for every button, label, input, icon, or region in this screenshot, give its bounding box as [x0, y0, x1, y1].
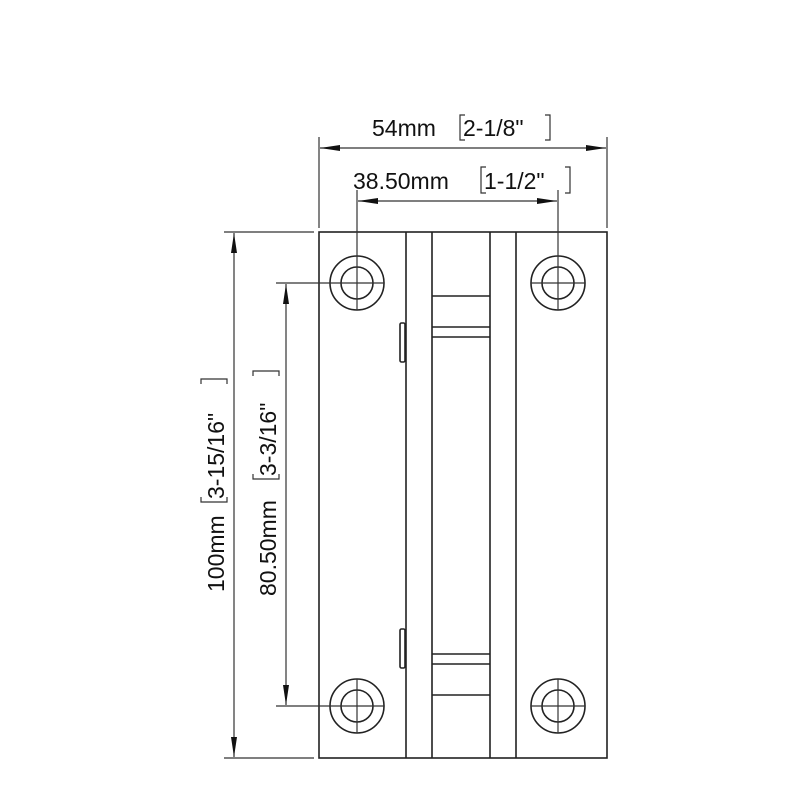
screw-holes: [329, 255, 586, 734]
hole-v-imperial-label: 3-3/16": [255, 403, 281, 476]
width-imperial-label: 2-1/8": [463, 115, 524, 141]
hole-h-metric-label: 38.50mm: [353, 168, 449, 194]
tab-bottom: [399, 628, 406, 669]
hinge-body: [318, 231, 608, 759]
dimension-overall-height: 100mm 3-15/16": [200, 231, 314, 759]
height-metric-label: 100mm: [203, 515, 229, 592]
dimension-hole-spacing-vertical: 80.50mm 3-3/16": [252, 282, 330, 707]
dimension-hole-spacing-horizontal: 38.50mm 1-1/2": [353, 166, 571, 256]
hole-v-metric-label: 80.50mm: [255, 500, 281, 596]
hole-h-imperial-label: 1-1/2": [484, 168, 545, 194]
screw-hole-bottom-right: [530, 678, 586, 734]
screw-hole-top-right: [530, 255, 586, 311]
hinge-outline: [318, 231, 608, 759]
screw-hole-top-left: [329, 255, 385, 311]
dimension-overall-width: 54mm 2-1/8": [318, 114, 608, 228]
screw-hole-bottom-left: [329, 678, 385, 734]
width-metric-label: 54mm: [372, 115, 436, 141]
tab-top: [399, 322, 406, 363]
height-imperial-label: 3-15/16": [203, 413, 229, 499]
